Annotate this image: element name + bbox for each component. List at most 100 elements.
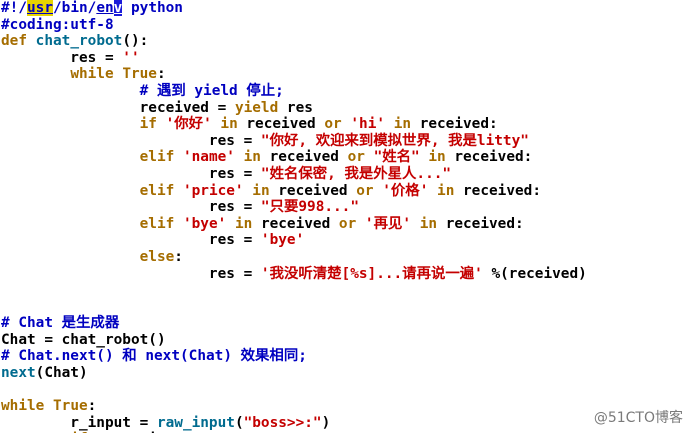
code-token: elif [139,215,175,232]
code-token: ) [321,414,331,431]
code-token: received [252,215,339,232]
code-line[interactable]: else: [1,249,587,266]
code-token: 'price' [182,182,244,199]
code-token: received [269,182,357,199]
code-token: "只要998..." [260,199,360,216]
code-token: res [278,99,313,116]
code-token [174,149,183,165]
code-token: # Chat.next() 和 next(Chat) 效果相同; [1,348,307,365]
code-token: '价格' [382,182,429,199]
code-line[interactable]: if '你好' in received or 'hi' in received: [1,116,587,133]
code-token: (): [122,33,149,50]
code-line[interactable]: #coding:utf-8 [1,17,587,34]
code-token: yield [234,99,279,116]
code-line[interactable] [1,382,587,399]
code-token [1,216,140,232]
code-token: or [356,182,374,199]
code-token: in [393,116,412,133]
code-token [174,216,183,232]
code-token [44,398,53,414]
code-token: en [96,0,114,16]
code-token [385,116,394,132]
code-line[interactable]: if not r_input: [1,431,587,433]
code-token [428,183,437,199]
text-cursor: v [113,0,123,16]
watermark: @51CTO博客 [593,410,683,426]
code-token [1,183,140,199]
code-token [365,149,374,165]
code-line[interactable]: received = yield res [1,100,587,117]
code-token: res = [1,232,261,249]
code-line[interactable]: res = "只要998..." [1,199,587,216]
code-token: in [234,215,253,232]
code-line[interactable]: # 遇到 yield 停止; [1,83,587,100]
code-token: "boss>>:" [243,414,322,431]
code-token: in [437,182,455,199]
code-token: (Chat) [35,365,88,382]
code-line[interactable]: res = '我没听清楚[%s]...请再说一遍' %(received) [1,266,587,283]
code-token: True [122,66,157,83]
code-token: '我没听清楚[%s]...请再说一遍' [260,265,483,282]
code-line[interactable]: res = "你好, 欢迎来到模拟世界, 我是litty" [1,133,587,150]
code-line[interactable] [1,282,587,299]
code-token [1,66,70,82]
code-line[interactable]: Chat = chat_robot() [1,332,587,349]
code-line[interactable]: r_input = raw_input("boss>>:") [1,415,587,432]
code-token: usr [27,0,53,16]
code-token [1,116,140,132]
code-line[interactable]: elif 'name' in received or "姓名" in recei… [1,149,587,166]
code-line[interactable]: res = "姓名保密, 我是外星人..." [1,166,587,183]
code-token: '再见' [364,215,412,232]
code-token [157,116,166,132]
code-token: '你好' [165,116,212,133]
code-line[interactable]: while True: [1,66,587,83]
code-line[interactable]: while True: [1,398,587,415]
code-token: received: [411,116,498,133]
code-token: received: [445,149,533,166]
code-token: #coding:utf-8 [1,16,114,33]
code-token: /bin/ [53,0,97,16]
code-token: : [87,398,97,415]
code-line[interactable]: # Chat.next() 和 next(Chat) 效果相同; [1,348,587,365]
code-token: or [324,116,342,133]
code-token [244,183,253,199]
code-token [114,66,123,82]
code-token: %(received) [482,265,587,282]
code-token: r_input = [1,414,157,431]
code-token [1,149,140,165]
code-token: 'hi' [350,116,386,133]
code-token: #!/ [1,0,27,16]
code-token: while [70,66,114,83]
code-token: not [96,431,122,433]
code-line[interactable]: res = 'bye' [1,232,587,249]
code-token: python [122,0,183,16]
code-token: res = [1,199,261,216]
code-line[interactable]: #!/usr/bin/env python [1,0,587,17]
code-line[interactable]: res = '' [1,50,587,67]
code-line[interactable]: elif 'price' in received or '价格' in rece… [1,183,587,200]
code-token: res = [1,49,123,66]
code-token: res = [1,165,261,182]
code-token: next [1,365,36,382]
code-line[interactable]: # Chat 是生成器 [1,315,587,332]
code-token [1,249,140,265]
code-token: received [260,149,348,166]
code-line[interactable]: elif 'bye' in received or '再见' in receiv… [1,216,587,233]
code-token [356,216,365,232]
code-token: 'bye' [260,232,305,249]
code-token: res = [1,265,261,282]
code-line[interactable] [1,299,587,316]
code-token: else [139,248,175,265]
code-token: elif [139,182,175,199]
code-line[interactable]: def chat_robot(): [1,33,587,50]
code-line[interactable]: next(Chat) [1,365,587,382]
code-token: while [1,398,45,415]
code-token: in [428,149,446,166]
code-token: if [139,116,157,133]
code-token: received [237,116,325,133]
code-token: received: [437,215,524,232]
code-token: "姓名保密, 我是外星人..." [260,165,452,182]
code-token: received = [1,99,235,116]
